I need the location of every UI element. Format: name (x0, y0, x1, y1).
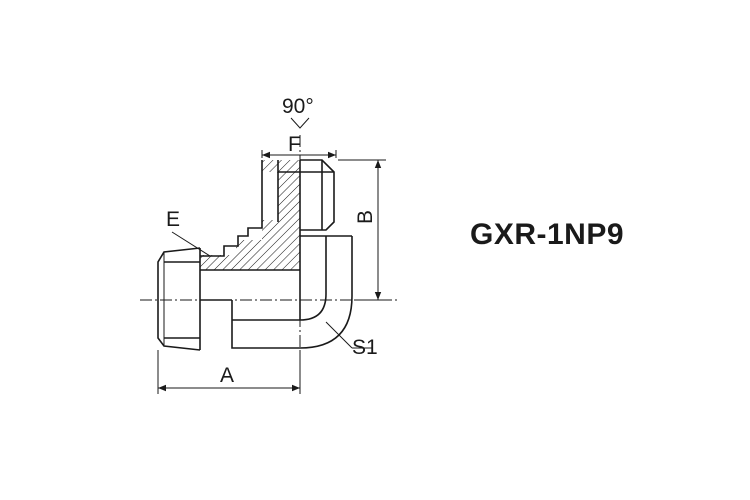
body-section-hatch (200, 160, 300, 270)
cone-angle-symbol (290, 117, 310, 129)
angle-label: 90° (282, 95, 314, 118)
dimension-b: B (338, 159, 386, 301)
dimension-e: E (166, 208, 211, 257)
dimension-b-label: B (354, 210, 377, 224)
fitting-outline (157, 159, 353, 351)
part-code: GXR-1NP9 (470, 218, 625, 251)
dimension-s1: S1 (325, 321, 378, 359)
dimension-f-label: F (288, 133, 301, 156)
dimension-e-label: E (166, 208, 180, 231)
dimension-a: A (157, 350, 301, 394)
dimension-s1-label: S1 (352, 336, 378, 359)
dimension-f: F 90° (261, 95, 337, 159)
dimension-a-label: A (220, 364, 234, 387)
